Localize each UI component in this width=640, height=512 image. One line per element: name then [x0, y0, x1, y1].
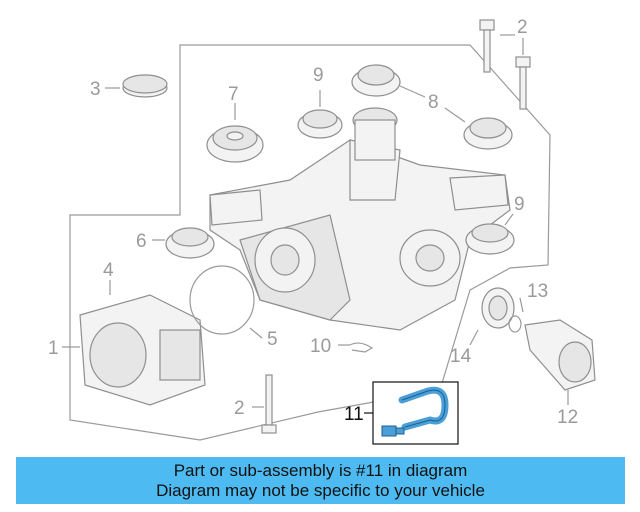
- part-6-mount: [152, 227, 215, 259]
- callout-2-upper: 2: [517, 17, 528, 38]
- callout-9-lower: 9: [514, 194, 525, 215]
- part-10-clip: [338, 342, 374, 353]
- part-14-seal: [469, 287, 515, 346]
- callout-3: 3: [90, 79, 101, 100]
- banner-line-2: Diagram may not be specific to your vehi…: [156, 481, 485, 500]
- callout-9-upper: 9: [313, 65, 324, 86]
- banner-line-1: Part or sub-assembly is #11 in diagram: [173, 461, 468, 480]
- callout-6: 6: [136, 231, 147, 252]
- callout-2-lower: 2: [234, 398, 245, 419]
- part-12-flange: [524, 319, 596, 405]
- callout-4: 4: [103, 260, 114, 281]
- callout-1: 1: [48, 338, 59, 359]
- callout-12: 12: [557, 407, 578, 428]
- part-11-connector: [381, 425, 405, 437]
- callout-7: 7: [228, 84, 239, 105]
- callout-10: 10: [310, 336, 331, 357]
- part-2-bolt-lower: [252, 374, 277, 434]
- part-4-actuator: [62, 280, 206, 406]
- part-5-gasket: [189, 265, 263, 339]
- part-3-washer: [105, 74, 168, 98]
- part-8-mounts: [351, 64, 513, 150]
- differential-housing: [209, 107, 511, 331]
- part-7-mount: [206, 103, 264, 163]
- part-11-highlight-box: [364, 381, 459, 445]
- part-9-mount-upper: [297, 90, 343, 139]
- callout-11: 11: [344, 404, 364, 425]
- callout-13: 13: [527, 281, 548, 302]
- part-9-mount-lower: [465, 213, 515, 255]
- callout-5: 5: [267, 329, 278, 350]
- callout-8: 8: [428, 92, 439, 113]
- part-13-ring: [508, 297, 524, 333]
- part-2-bolts-upper: [479, 19, 531, 110]
- callout-14: 14: [450, 346, 472, 367]
- parts-diagram: 1 2 2 3 4 5 6 7 8 9 9 10 11 12 13 14: [48, 17, 596, 445]
- info-banner: Part or sub-assembly is #11 in diagram D…: [16, 457, 625, 504]
